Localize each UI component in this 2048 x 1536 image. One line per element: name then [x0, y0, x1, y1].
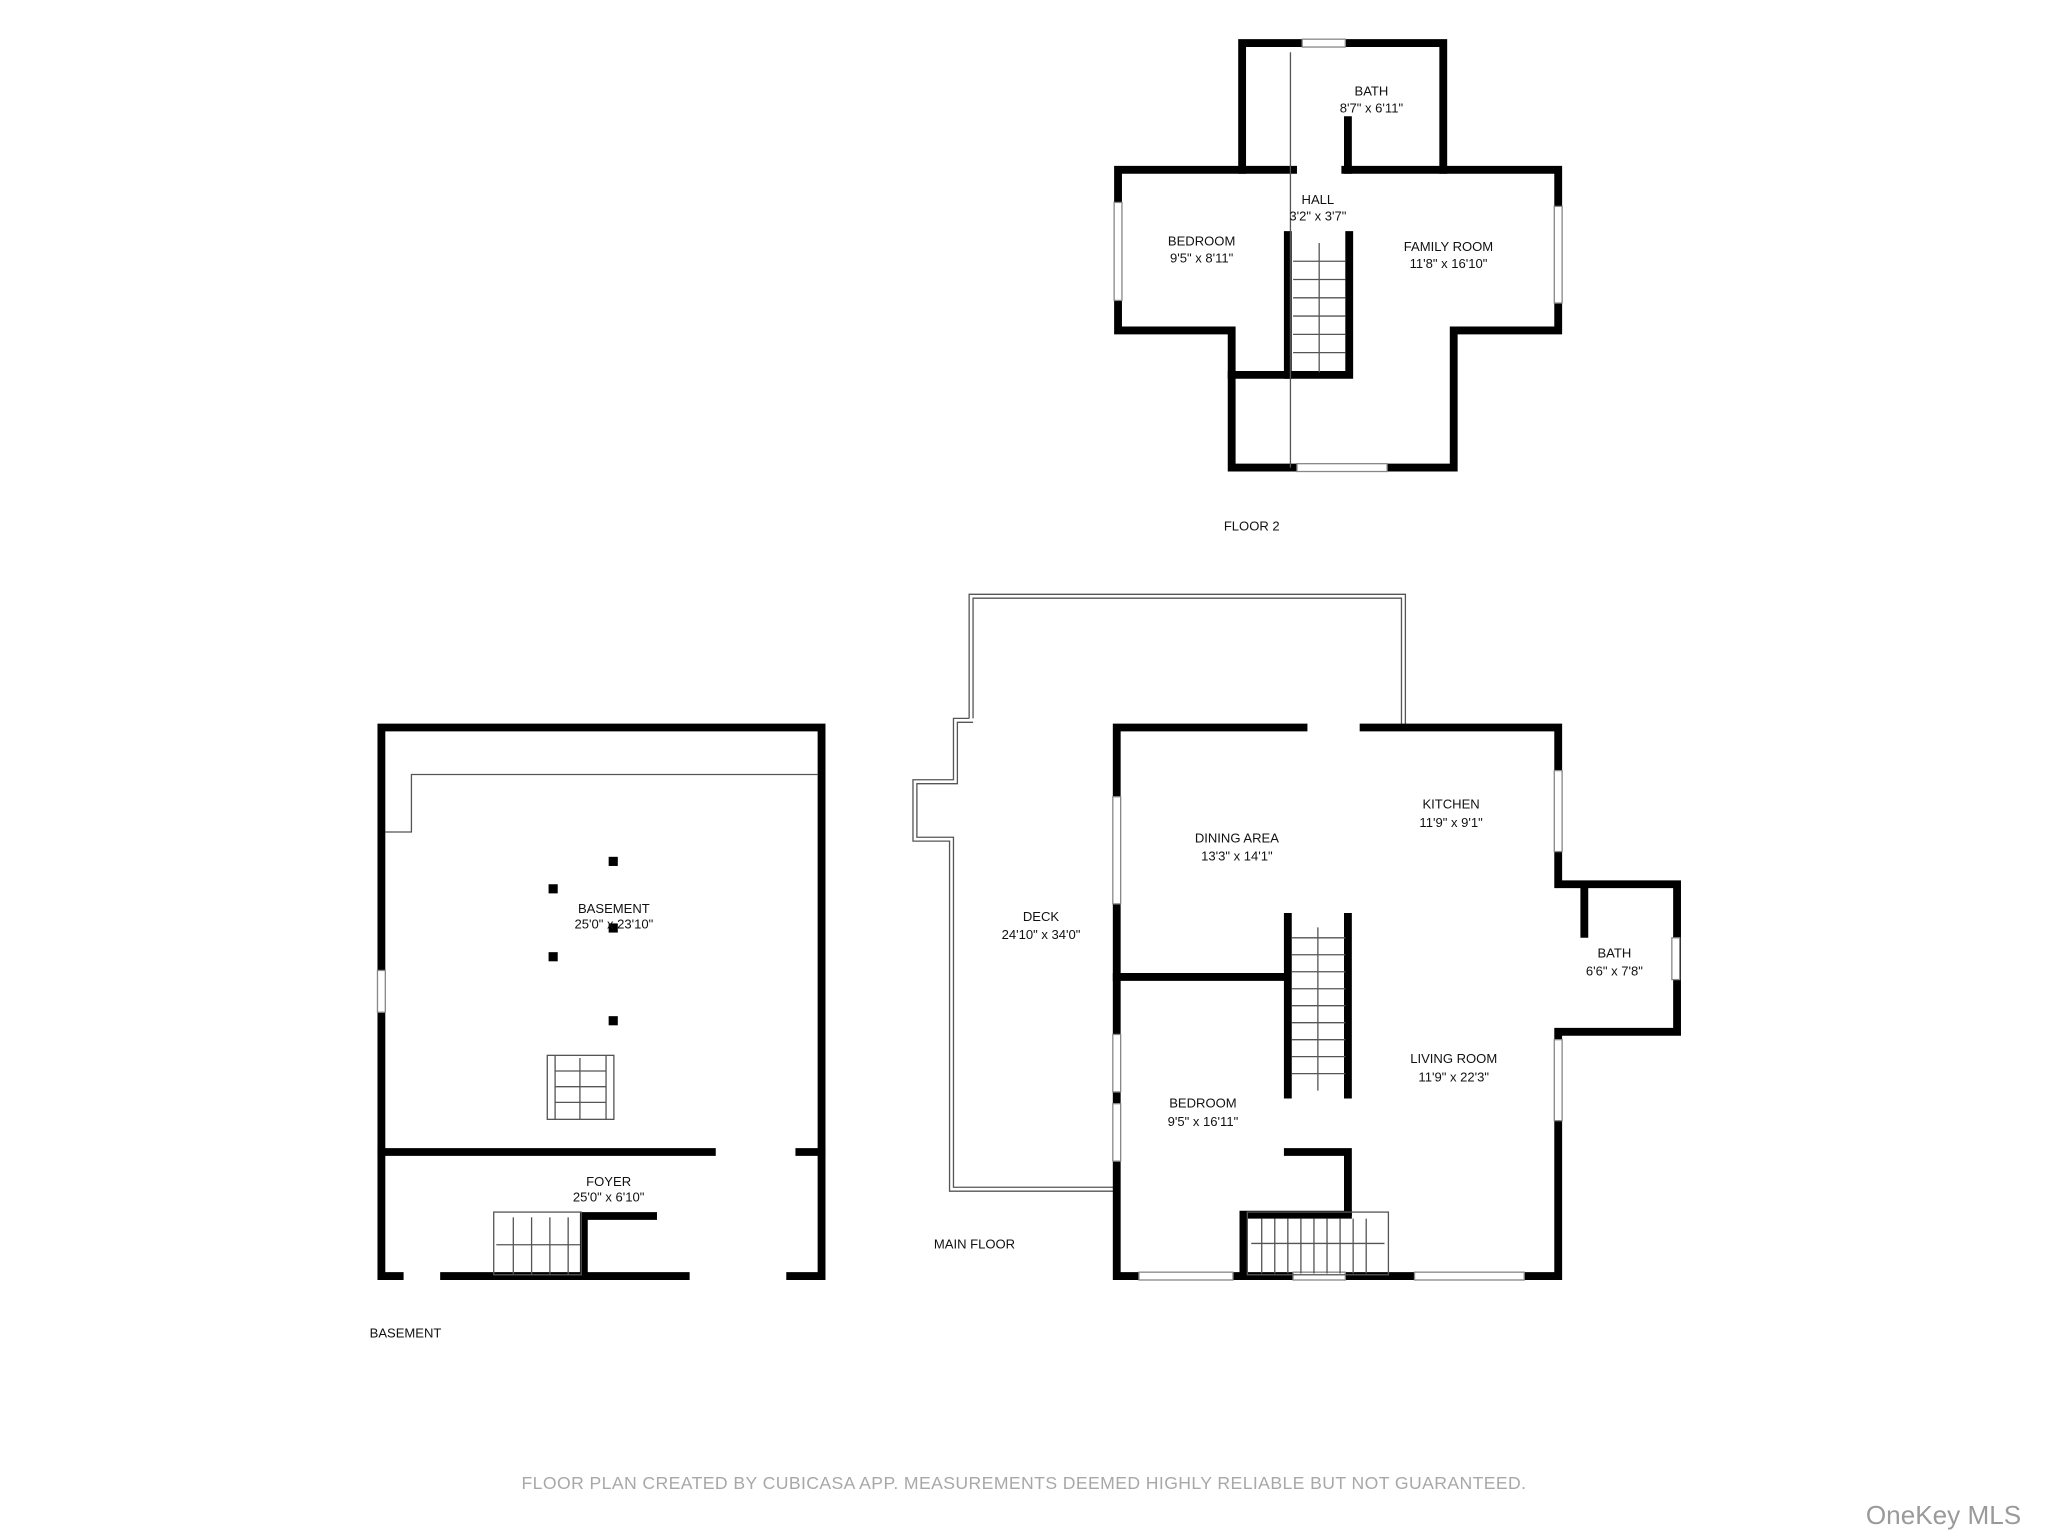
room-size: 8'7" x 6'11" [1340, 100, 1404, 115]
room-name: HALL [1302, 192, 1335, 207]
window [1553, 205, 1563, 304]
room-size: 6'6" x 7'8" [1586, 964, 1643, 979]
stairs [493, 1054, 615, 1276]
room-size: 3'2" x 3'7" [1289, 209, 1346, 224]
window [1113, 201, 1123, 302]
room-name: DINING AREA [1195, 830, 1279, 845]
room-size: 25'0" x 23'10" [574, 917, 653, 932]
room-name: FAMILY ROOM [1404, 239, 1493, 254]
window [1296, 463, 1388, 473]
room-size: 9'5" x 16'11" [1168, 1114, 1239, 1129]
watermark: OneKey MLS [1866, 1500, 2021, 1530]
floor-title: BASEMENT [370, 1325, 442, 1340]
room-size: 9'5" x 8'11" [1170, 251, 1234, 266]
room-size: 11'9" x 22'3" [1418, 1069, 1489, 1084]
floor-title: FLOOR 2 [1224, 518, 1280, 533]
room-size: 11'8" x 16'10" [1410, 256, 1488, 271]
room-name: FOYER [586, 1174, 631, 1189]
floor-2-plan: BATH 8'7" x 6'11" HALL 3'2" x 3'7" BEDRO… [1113, 38, 1563, 533]
room-name: BATH [1597, 945, 1631, 960]
room-name: KITCHEN [1422, 796, 1479, 811]
room-name: BEDROOM [1169, 1096, 1236, 1111]
room-name: LIVING ROOM [1410, 1051, 1497, 1066]
main-floor-plan: DECK 24'10" x 34'0" DINING AREA 13'3" x … [912, 593, 1681, 1281]
room-name: DECK [1023, 909, 1060, 924]
disclaimer: FLOOR PLAN CREATED BY CUBICASA APP. MEAS… [522, 1473, 1527, 1493]
room-size: 24'10" x 34'0" [1002, 927, 1081, 942]
room-name: BASEMENT [578, 901, 650, 916]
room-size: 25'0" x 6'10" [573, 1190, 645, 1205]
window [1301, 38, 1346, 48]
room-size: 13'3" x 14'1" [1201, 849, 1273, 864]
room-name: BEDROOM [1168, 234, 1235, 249]
support-columns [548, 856, 618, 1026]
floor-title: MAIN FLOOR [934, 1237, 1015, 1252]
room-name: BATH [1355, 83, 1389, 98]
basement-plan: BASEMENT 25'0" x 23'10" FOYER 25'0" x 6'… [370, 723, 826, 1340]
stairs [1246, 927, 1390, 1276]
stairs [1293, 242, 1346, 373]
room-size: 11'9" x 9'1" [1419, 815, 1483, 830]
